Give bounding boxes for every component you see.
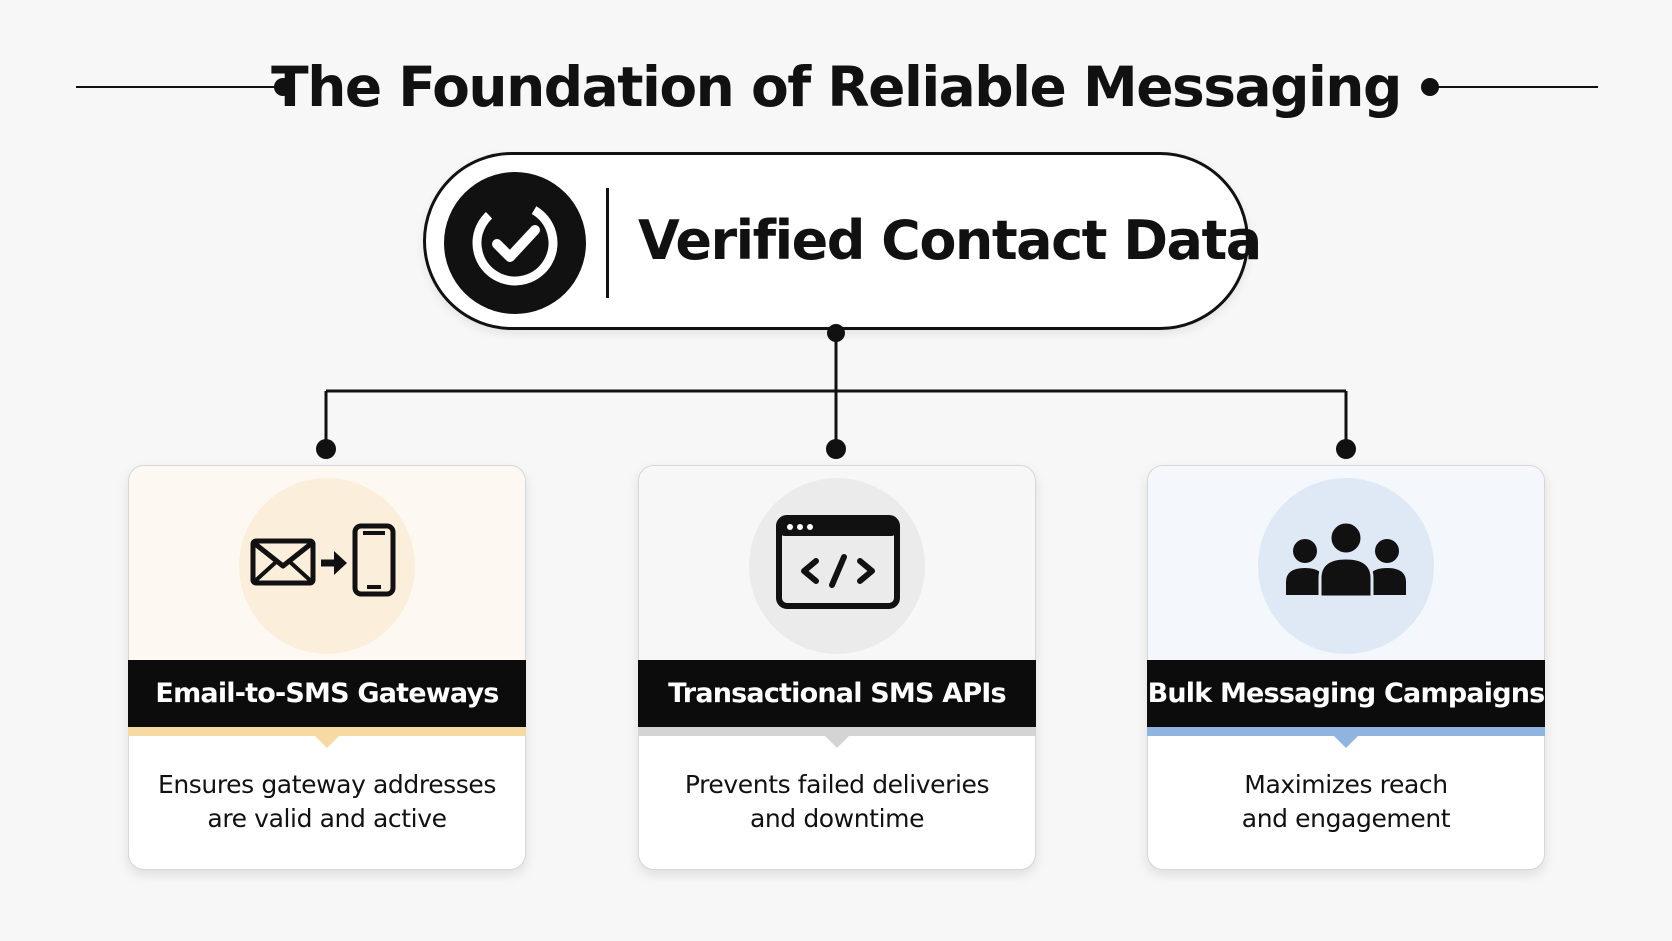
hub-divider — [606, 188, 609, 298]
card-title: Bulk Messaging Campaigns — [1147, 660, 1545, 727]
card-email-to-sms: Email-to-SMS Gateways Ensures gateway ad… — [128, 465, 526, 870]
connector-dot-right — [1336, 439, 1356, 459]
title-rule-left — [76, 86, 284, 88]
connector-dot-left — [316, 439, 336, 459]
card-description: Prevents failed deliveries and downtime — [684, 770, 990, 833]
card-description: Ensures gateway addresses are valid and … — [157, 770, 497, 833]
card-notch — [825, 736, 849, 748]
check-circle-icon — [444, 172, 586, 314]
diagram-title: The Foundation of Reliable Messaging — [271, 55, 1402, 119]
card-accent-bar — [638, 727, 1036, 736]
card-icon-circle — [749, 478, 925, 654]
title-rule-right — [1436, 86, 1598, 88]
card-transactional-sms: Transactional SMS APIs Prevents failed d… — [638, 465, 1036, 870]
group-icon — [1286, 520, 1406, 599]
code-window-icon — [776, 515, 900, 609]
title-dot-left — [274, 78, 292, 96]
card-bulk-messaging: Bulk Messaging Campaigns Maximizes reach… — [1147, 465, 1545, 870]
connector-dot-hub — [827, 324, 845, 342]
email-to-phone-icon — [250, 523, 396, 597]
card-accent-bar — [128, 727, 526, 736]
card-accent-bar — [1147, 727, 1545, 736]
card-icon-circle — [239, 478, 415, 654]
title-dot-right — [1421, 78, 1439, 96]
card-notch — [315, 736, 339, 748]
card-notch — [1334, 736, 1358, 748]
connector-dot-middle — [826, 439, 846, 459]
card-title: Email-to-SMS Gateways — [128, 660, 526, 727]
hub-node: Verified Contact Data — [423, 152, 1262, 330]
card-description: Maximizes reach and engagement — [1241, 770, 1451, 833]
card-icon-circle — [1258, 478, 1434, 654]
hub-label: Verified Contact Data — [638, 209, 1262, 272]
card-title: Transactional SMS APIs — [638, 660, 1036, 727]
